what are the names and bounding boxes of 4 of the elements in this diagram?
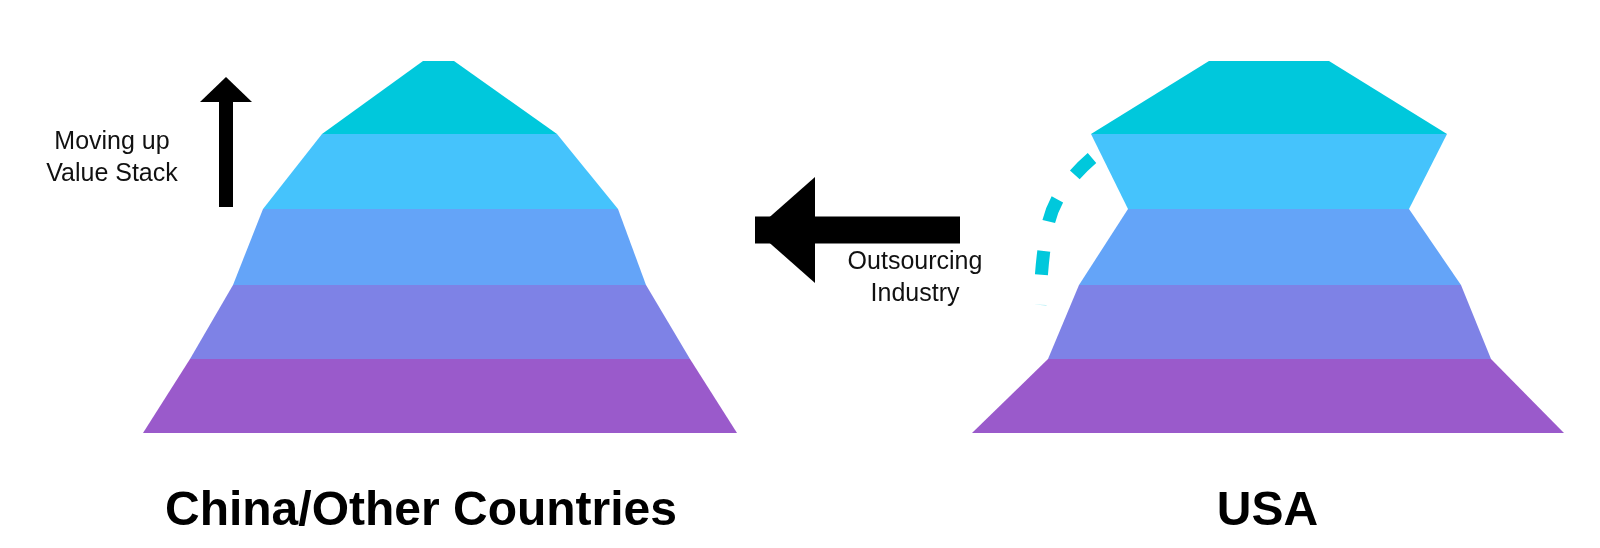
pyramid-caption: China/Other Countries [163,481,678,537]
axis-note: Moving up Value Stack [45,125,179,188]
arrow [755,177,960,283]
pyramid-caption: USA [1215,481,1320,537]
